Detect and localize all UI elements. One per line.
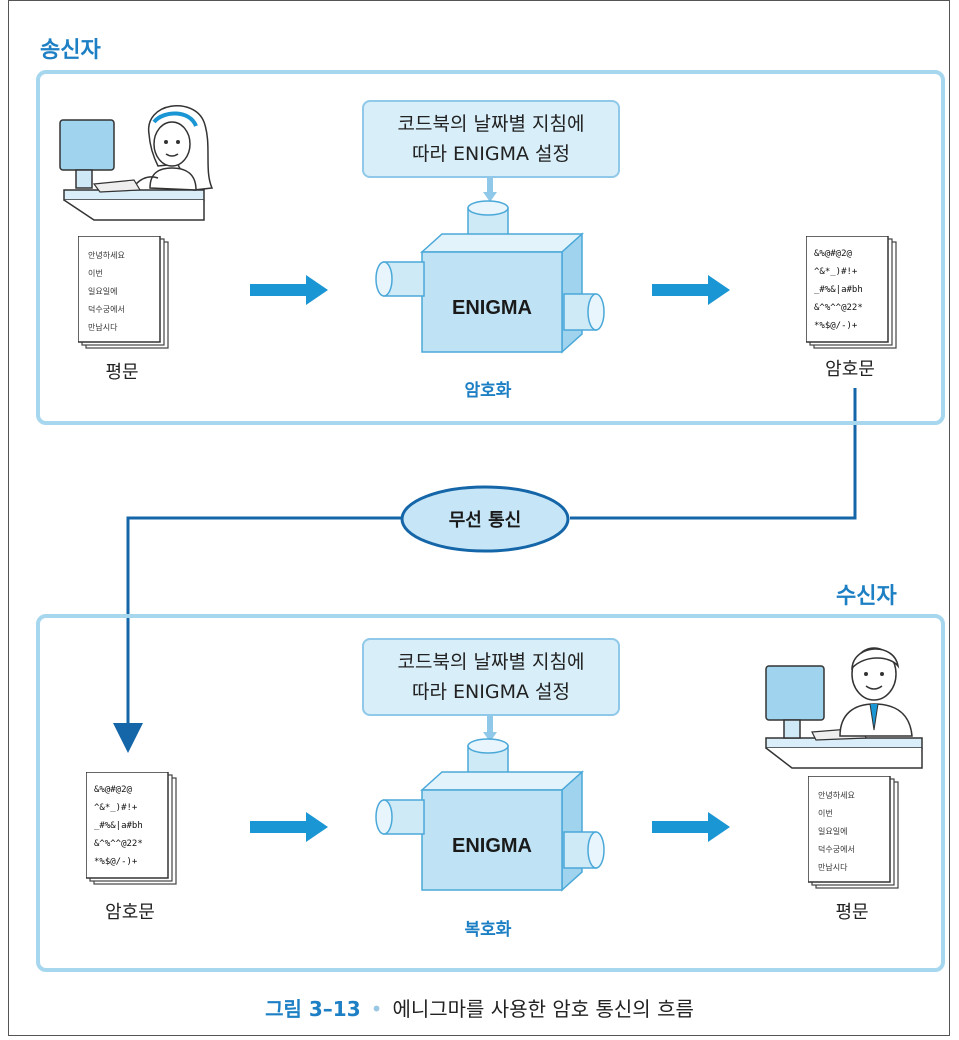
receiver-note-arrow: [483, 716, 497, 742]
receiver-ciphertext-line-2: ^&*_)#!+: [94, 803, 138, 813]
channel-line-sender: [570, 388, 857, 520]
caption-separator-dot: •: [370, 997, 383, 1021]
receiver-plaintext-line-3: 일요일에: [818, 827, 847, 836]
ciphertext-line-4: &^%^^@22*: [814, 303, 863, 313]
sender-ciphertext-document: &%@#@2@ ^&*_)#!+ _#%&|a#bh &^%^^@22* *%$…: [806, 236, 897, 349]
receiver-plaintext-line-2: 이번: [818, 808, 833, 818]
receiver-enigma-machine: ENIGMA: [375, 738, 605, 892]
sender-enigma-machine: ENIGMA: [375, 200, 605, 354]
receiver-codebook-note: 코드북의 날짜별 지침에 따라 ENIGMA 설정: [362, 638, 620, 716]
sender-note-line-1: 코드북의 날짜별 지침에: [397, 113, 585, 135]
sender-output-label: 암호문: [825, 359, 875, 380]
sender-enigma-label: ENIGMA: [452, 297, 532, 319]
receiver-note-line-1: 코드북의 날짜별 지침에: [397, 651, 585, 673]
plaintext-line-1: 안녕하세요: [88, 250, 125, 260]
ciphertext-line-3: _#%&|a#bh: [814, 285, 863, 295]
sender-plaintext-document: 안녕하세요 이번 일요일에 덕수궁에서 만납시다: [78, 236, 169, 349]
sender-arrow-in: [250, 275, 328, 305]
plaintext-line-3: 일요일에: [88, 287, 117, 296]
sender-note-arrow: [483, 176, 497, 202]
receiver-output-label: 평문: [835, 902, 869, 923]
ciphertext-line-2: ^&*_)#!+: [814, 267, 858, 277]
figure-number: 그림 3–13: [265, 997, 361, 1021]
sender-heading: 송신자: [40, 38, 101, 63]
figure-frame: [8, 0, 950, 1036]
ciphertext-line-1: &%@#@2@: [814, 249, 853, 259]
receiver-action-label: 복호화: [464, 920, 512, 940]
ciphertext-line-5: *%$@/-)+: [814, 321, 858, 331]
plaintext-line-2: 이번: [88, 268, 103, 278]
receiver-panel: [36, 614, 945, 972]
receiver-plaintext-line-4: 덕수궁에서: [818, 844, 855, 854]
receiver-person-illustration: [765, 647, 923, 769]
sender-arrow-out: [652, 275, 730, 305]
sender-action-label: 암호화: [464, 381, 512, 401]
sender-codebook-note: 코드북의 날짜별 지침에 따라 ENIGMA 설정: [362, 100, 620, 178]
receiver-heading: 수신자: [836, 584, 897, 609]
sender-person-illustration: [59, 105, 214, 221]
plaintext-line-5: 만납시다: [88, 323, 118, 332]
figure-caption: 그림 3–13 • 에니그마를 사용한 암호 통신의 흐름: [0, 993, 959, 1022]
channel-oval: [400, 485, 570, 553]
sender-panel: [36, 70, 945, 425]
receiver-input-label: 암호문: [105, 902, 155, 923]
sender-note-line-2: 따라 ENIGMA 설정: [412, 143, 570, 165]
sender-input-label: 평문: [105, 362, 139, 383]
receiver-arrow-in: [250, 812, 328, 842]
receiver-enigma-label: ENIGMA: [452, 835, 532, 857]
receiver-arrow-out: [652, 812, 730, 842]
channel-line-receiver: [113, 516, 402, 753]
receiver-plaintext-document: 안녕하세요 이번 일요일에 덕수궁에서 만납시다: [808, 776, 899, 889]
receiver-ciphertext-line-3: _#%&|a#bh: [94, 821, 143, 831]
receiver-ciphertext-document: &%@#@2@ ^&*_)#!+ _#%&|a#bh &^%^^@22* *%$…: [86, 772, 177, 885]
receiver-ciphertext-line-5: *%$@/-)+: [94, 857, 138, 867]
channel-label: 무선 통신: [448, 510, 522, 531]
receiver-plaintext-line-5: 만납시다: [818, 863, 848, 872]
plaintext-line-4: 덕수궁에서: [88, 304, 125, 314]
receiver-note-line-2: 따라 ENIGMA 설정: [412, 681, 570, 703]
figure-caption-text: 에니그마를 사용한 암호 통신의 흐름: [392, 997, 694, 1021]
receiver-plaintext-line-1: 안녕하세요: [818, 790, 855, 800]
receiver-ciphertext-line-1: &%@#@2@: [94, 785, 133, 795]
receiver-ciphertext-line-4: &^%^^@22*: [94, 839, 143, 849]
